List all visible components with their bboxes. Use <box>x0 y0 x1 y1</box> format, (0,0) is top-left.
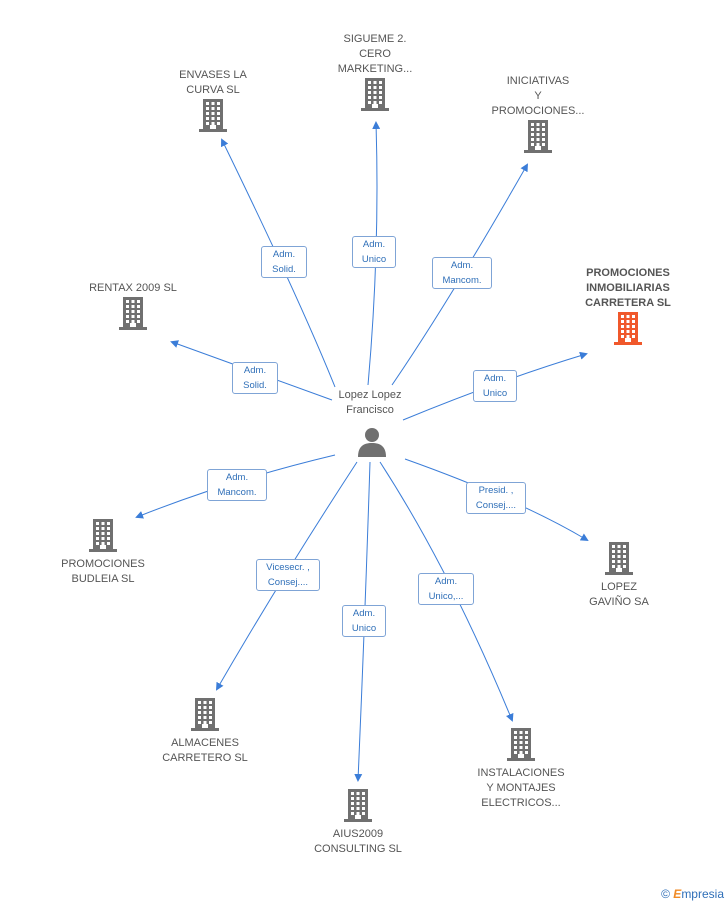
relation-label-carretera[interactable]: Adm. Unico <box>473 370 517 402</box>
relation-label-almacenes[interactable]: Vicesecr. , Consej.... <box>256 559 320 591</box>
relation-label-envases[interactable]: Adm. Solid. <box>261 246 307 278</box>
company-node-budleia[interactable]: PROMOCIONES BUDLEIA SL <box>50 518 156 587</box>
building-icon[interactable] <box>198 98 228 137</box>
building-icon[interactable] <box>523 119 553 158</box>
relation-label-instalaciones[interactable]: Adm. Unico,... <box>418 573 474 605</box>
company-node-rentax[interactable]: RENTAX 2009 SL <box>80 281 186 335</box>
company-name[interactable]: PROMOCIONES INMOBILIARIAS CARRETERA SL <box>585 267 671 309</box>
company-name[interactable]: SIGUEME 2. CERO MARKETING... <box>337 33 413 75</box>
company-node-envases[interactable]: ENVASES LA CURVA SL <box>160 68 266 137</box>
brand-initial: E <box>673 887 682 901</box>
company-name[interactable]: RENTAX 2009 SL <box>89 282 177 294</box>
empresia-footer: © Empresia <box>661 887 724 901</box>
relation-label-iniciativas[interactable]: Adm. Mancom. <box>432 257 492 289</box>
building-icon[interactable] <box>88 518 118 557</box>
building-icon[interactable] <box>118 296 148 335</box>
company-node-sigueme[interactable]: SIGUEME 2. CERO MARKETING... <box>325 32 425 116</box>
building-icon-highlighted[interactable] <box>613 311 643 350</box>
copyright-symbol: © <box>661 887 670 901</box>
company-name[interactable]: LOPEZ GAVIÑO SA <box>589 581 649 608</box>
company-name[interactable]: PROMOCIONES BUDLEIA SL <box>61 558 145 585</box>
company-node-iniciativas[interactable]: INICIATIVAS Y PROMOCIONES... <box>485 74 591 158</box>
relation-line-envases <box>221 138 336 388</box>
company-node-aius[interactable]: AIUS2009 CONSULTING SL <box>305 788 411 857</box>
company-node-gavino[interactable]: LOPEZ GAVIÑO SA <box>566 541 672 610</box>
relation-label-budleia[interactable]: Adm. Mancom. <box>207 469 267 501</box>
building-icon[interactable] <box>360 77 390 116</box>
building-icon[interactable] <box>604 541 634 580</box>
relation-label-gavino[interactable]: Presid. , Consej.... <box>466 482 526 514</box>
company-node-carretera[interactable]: PROMOCIONES INMOBILIARIAS CARRETERA SL <box>572 266 684 350</box>
relation-label-sigueme[interactable]: Adm. Unico <box>352 236 396 268</box>
company-node-instalaciones[interactable]: INSTALACIONES Y MONTAJES ELECTRICOS... <box>468 727 574 811</box>
person-icon[interactable] <box>357 426 387 463</box>
company-name[interactable]: ALMACENES CARRETERO SL <box>162 737 248 764</box>
brand-text: mpresia <box>681 887 724 901</box>
company-node-almacenes[interactable]: ALMACENES CARRETERO SL <box>152 697 258 766</box>
building-icon[interactable] <box>343 788 373 827</box>
company-name[interactable]: AIUS2009 CONSULTING SL <box>314 828 402 855</box>
building-icon[interactable] <box>190 697 220 736</box>
relation-label-rentax[interactable]: Adm. Solid. <box>232 362 278 394</box>
building-icon[interactable] <box>506 727 536 766</box>
company-name[interactable]: INICIATIVAS Y PROMOCIONES... <box>491 75 585 117</box>
company-name[interactable]: INSTALACIONES Y MONTAJES ELECTRICOS... <box>477 767 565 809</box>
center-person-name[interactable]: Lopez Lopez Francisco <box>338 389 402 416</box>
relation-label-aius[interactable]: Adm. Unico <box>342 605 386 637</box>
company-name[interactable]: ENVASES LA CURVA SL <box>179 69 247 96</box>
